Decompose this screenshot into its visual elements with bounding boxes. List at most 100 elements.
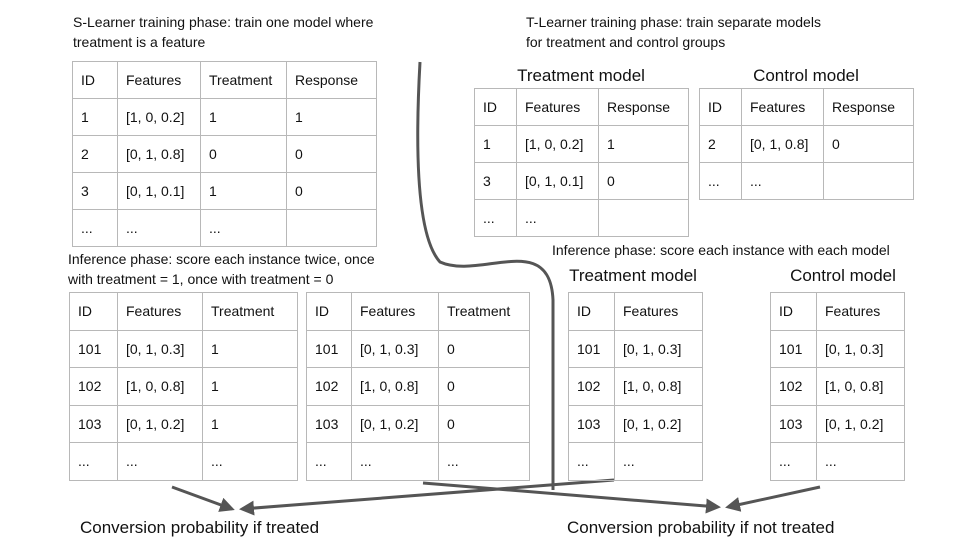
s-learner-inference-caption: Inference phase: score each instance twi…: [68, 251, 375, 287]
table-cell: 102: [69, 367, 118, 406]
table-row: 101[0, 1, 0.3]: [568, 329, 703, 368]
table-cell: 1: [202, 404, 298, 443]
table-cell: ...: [699, 162, 742, 200]
table-cell: 1: [474, 125, 517, 163]
table-cell: ...: [306, 442, 352, 481]
table-cell: ...: [351, 442, 439, 481]
table-cell: ...: [816, 442, 905, 481]
table-cell: ...: [200, 209, 287, 247]
table-row: ......: [568, 442, 703, 481]
table-row: 103[0, 1, 0.2]: [568, 404, 703, 443]
table-cell: [1, 0, 0.8]: [816, 367, 905, 406]
output-not-treated-label: Conversion probability if not treated: [567, 518, 835, 537]
table-cell: [1, 0, 0.2]: [117, 98, 201, 136]
arrow-s-treated-to-treated: [171, 485, 235, 512]
output-treated-label: Conversion probability if treated: [80, 518, 320, 537]
table-cell: 102: [770, 367, 817, 406]
t-learner-inference-treatment-title: Treatment model: [569, 266, 697, 285]
column-header: Features: [516, 88, 599, 126]
arrow-s-control-to-not-treated: [422, 481, 721, 514]
table-cell: ...: [72, 209, 118, 247]
table-row: 103[0, 1, 0.2]: [770, 404, 905, 443]
table-cell: [0, 1, 0.1]: [117, 172, 201, 210]
table-cell: 1: [72, 98, 118, 136]
table-cell: [823, 162, 914, 200]
table-cell: 0: [438, 367, 530, 406]
table-cell: ...: [474, 199, 517, 237]
s-learner-training-caption: S-Learner training phase: train one mode…: [73, 14, 374, 50]
table-row: ......: [770, 442, 905, 481]
table-cell: [1, 0, 0.8]: [351, 367, 439, 406]
column-header: Features: [816, 292, 905, 331]
table-cell: [1, 0, 0.2]: [516, 125, 599, 163]
table-cell: 0: [823, 125, 914, 163]
t-learner-training-caption: T-Learner training phase: train separate…: [526, 14, 821, 50]
table-cell: 3: [72, 172, 118, 210]
table-cell: 101: [69, 329, 118, 368]
table-cell: 101: [306, 329, 352, 368]
table-row: ......: [699, 162, 914, 200]
table-row: 3[0, 1, 0.1]0: [474, 162, 689, 200]
table-cell: [0, 1, 0.3]: [816, 329, 905, 368]
table-cell: 2: [699, 125, 742, 163]
table-cell: 1: [200, 172, 287, 210]
table-cell: 0: [438, 329, 530, 368]
t-learner-control-model-title: Control model: [753, 66, 859, 85]
table-row: 2[0, 1, 0.8]0: [699, 125, 914, 163]
table-row: 103[0, 1, 0.2]0: [306, 404, 530, 443]
table-cell: [286, 209, 377, 247]
column-header: ID: [69, 292, 118, 331]
table-cell: [0, 1, 0.2]: [117, 404, 203, 443]
table-cell: ...: [438, 442, 530, 481]
column-header: Treatment: [438, 292, 530, 331]
table-cell: 103: [306, 404, 352, 443]
table-cell: 0: [438, 404, 530, 443]
table-cell: ...: [117, 442, 203, 481]
table-cell: 1: [286, 98, 377, 136]
table-row: 101[0, 1, 0.3]: [770, 329, 905, 368]
table-row: 102[1, 0, 0.8]: [770, 367, 905, 406]
column-header: ID: [72, 61, 118, 99]
table-cell: 0: [200, 135, 287, 173]
table-cell: ...: [516, 199, 599, 237]
table-row: .........: [69, 442, 298, 481]
table-cell: 101: [770, 329, 817, 368]
table-row: 102[1, 0, 0.8]0: [306, 367, 530, 406]
table-row: 102[1, 0, 0.8]: [568, 367, 703, 406]
table-cell: 1: [598, 125, 689, 163]
table-cell: ...: [568, 442, 615, 481]
t-learner-inference-control-title: Control model: [790, 266, 896, 285]
table-cell: 103: [770, 404, 817, 443]
table-row: 101[0, 1, 0.3]1: [69, 329, 298, 368]
table-cell: [0, 1, 0.3]: [614, 329, 703, 368]
table-cell: 103: [568, 404, 615, 443]
arrow-t-treatment-to-treated: [239, 478, 615, 516]
column-header: Response: [598, 88, 689, 126]
column-header: Features: [614, 292, 703, 331]
table-cell: [0, 1, 0.2]: [816, 404, 905, 443]
column-header: Features: [351, 292, 439, 331]
table-cell: 0: [286, 135, 377, 173]
table-cell: [598, 199, 689, 237]
table-row: 101[0, 1, 0.3]0: [306, 329, 530, 368]
table-cell: ...: [741, 162, 824, 200]
column-header: ID: [770, 292, 817, 331]
table-cell: 2: [72, 135, 118, 173]
column-header: ID: [568, 292, 615, 331]
table-cell: 0: [286, 172, 377, 210]
table-cell: 1: [202, 329, 298, 368]
arrow-t-control-to-not-treated: [725, 485, 821, 512]
column-header: Treatment: [202, 292, 298, 331]
